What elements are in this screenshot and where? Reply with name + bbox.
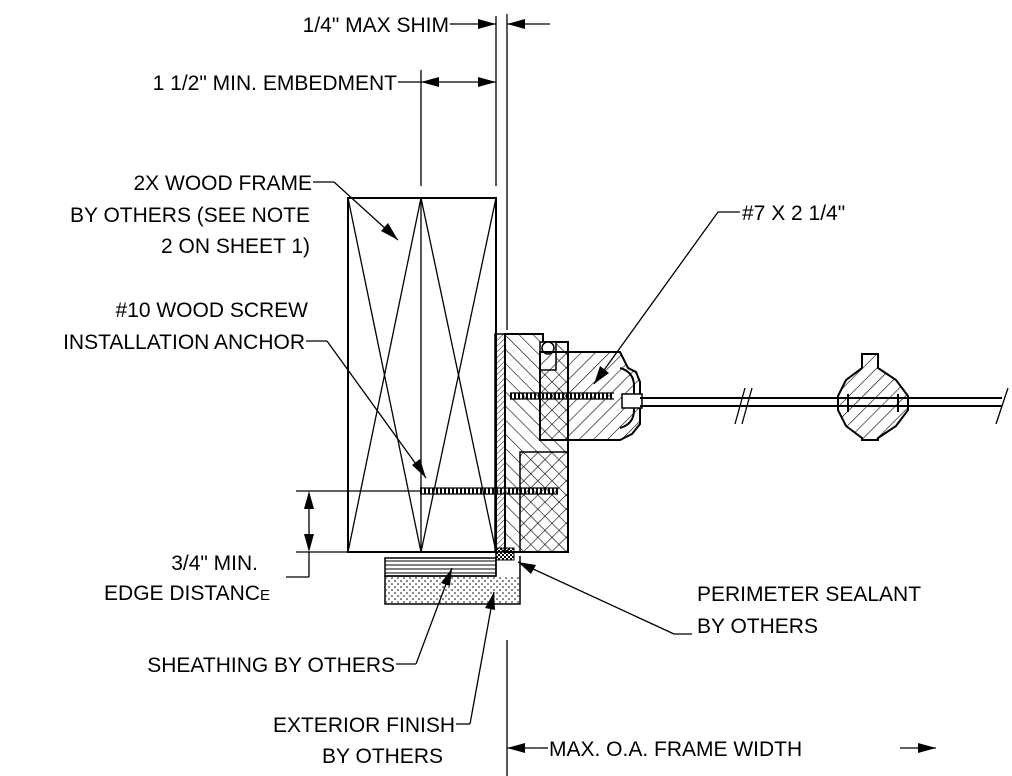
exterior-finish-label-1: EXTERIOR FINISH — [273, 714, 455, 737]
wood-frame-label-2: BY OTHERS (SEE NOTE — [70, 204, 310, 227]
frame-width-dimension — [506, 640, 936, 776]
wood-frame-label-3: 2 ON SHEET 1) — [161, 235, 310, 258]
edge-distance-dimension — [286, 490, 420, 578]
glass-lite — [640, 387, 1009, 425]
anchor-label-2: INSTALLATION ANCHOR — [63, 331, 305, 354]
perimeter-sealant — [495, 547, 515, 561]
sheathing-label: SHEATHING BY OTHERS — [147, 654, 395, 677]
wood-frame-label-1: 2X WOOD FRAME — [133, 172, 312, 195]
embedment-label: 1 1/2" MIN. EMBEDMENT — [153, 72, 398, 95]
wood-frame — [347, 197, 497, 553]
screw-7-label: #7 X 2 1/4" — [742, 202, 845, 225]
leader-lines — [306, 23, 740, 749]
anchor-label-1: #10 WOOD SCREW — [115, 299, 308, 322]
frame-width-label: MAX. O.A. FRAME WIDTH — [549, 738, 802, 761]
mullion-profile — [837, 353, 909, 441]
sheathing — [384, 557, 497, 577]
shim-dimension — [456, 14, 550, 330]
sealant-label-1: PERIMETER SEALANT — [697, 583, 921, 606]
sealant-label-2: BY OTHERS — [697, 615, 818, 638]
installation-anchor-screw — [420, 487, 558, 495]
shim-strip — [494, 333, 506, 553]
frame-screw — [510, 392, 614, 400]
exterior-finish — [384, 552, 521, 605]
shim-label: 1/4" MAX SHIM — [303, 14, 449, 37]
edge-distance-label-1: 3/4" MIN. — [171, 552, 258, 575]
exterior-finish-label-2: BY OTHERS — [322, 745, 443, 768]
embedment-dimension — [401, 70, 496, 186]
edge-distance-label-2: EDGE DISTANCE — [104, 582, 270, 605]
